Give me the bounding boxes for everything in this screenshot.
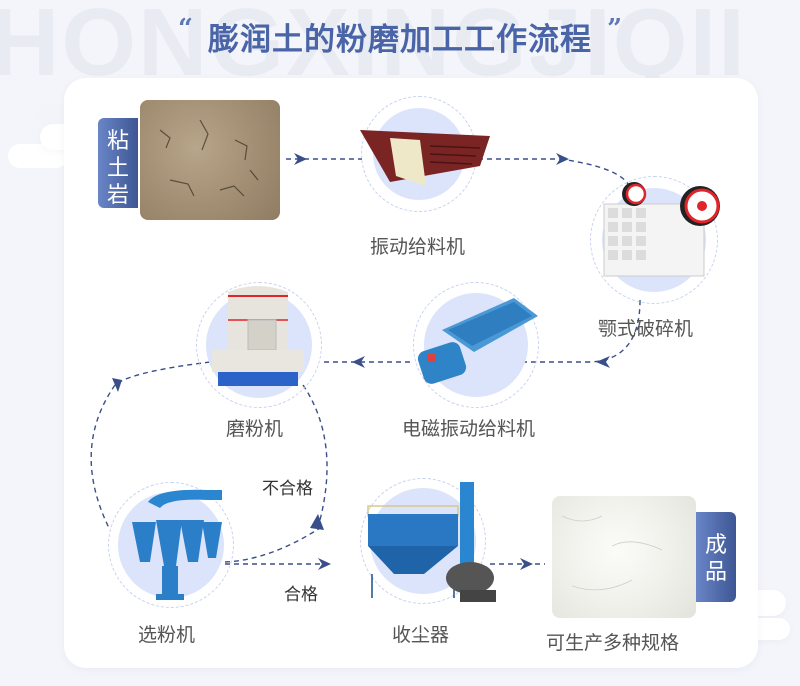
dust-collector-label: 收尘器 bbox=[392, 624, 450, 646]
product-tag: 成 品 bbox=[696, 512, 736, 602]
tag-char: 岩 bbox=[106, 183, 129, 208]
classifier-label: 选粉机 bbox=[138, 624, 196, 646]
raw-material-tag: 粘 土 岩 bbox=[98, 118, 138, 208]
tag-char: 粘 bbox=[106, 129, 129, 154]
grinding-mill-label: 磨粉机 bbox=[226, 418, 284, 440]
powder-classifier-icon bbox=[132, 489, 222, 600]
node-ring bbox=[413, 282, 539, 408]
electromagnetic-feeder-icon bbox=[417, 298, 538, 384]
fine-powder-photo bbox=[552, 496, 696, 618]
clay-rock-photo bbox=[140, 100, 280, 220]
dust-collector-icon bbox=[367, 482, 496, 602]
vibrating-feeder-label: 振动给料机 bbox=[370, 236, 466, 258]
qualified-label: 合格 bbox=[284, 585, 318, 605]
rock-texture-icon bbox=[159, 119, 259, 197]
node-ring bbox=[196, 282, 322, 408]
powder-texture-icon bbox=[561, 515, 663, 591]
tag-char: 成 bbox=[704, 533, 727, 558]
jaw-crusher-label: 颚式破碎机 bbox=[598, 318, 694, 340]
product-label: 可生产多种规格 bbox=[546, 632, 680, 654]
tag-char: 品 bbox=[704, 560, 727, 585]
page-title: 膨润土的粉磨加工工作流程 bbox=[208, 22, 592, 58]
node-ring bbox=[360, 478, 486, 604]
node-ring bbox=[590, 176, 718, 304]
vibrating-feeder-icon bbox=[360, 130, 490, 186]
quote-close-icon: ” bbox=[607, 14, 623, 44]
unqualified-label: 不合格 bbox=[262, 479, 313, 499]
electromagnetic-feeder-label: 电磁振动给料机 bbox=[402, 418, 536, 440]
tag-char: 土 bbox=[106, 156, 129, 181]
quote-open-icon: “ bbox=[177, 14, 193, 44]
jaw-crusher-icon bbox=[603, 182, 720, 277]
node-ring bbox=[108, 482, 234, 608]
grinding-mill-icon bbox=[212, 286, 304, 386]
title-row: “ 膨润土的粉磨加工工作流程 ” bbox=[0, 14, 800, 59]
